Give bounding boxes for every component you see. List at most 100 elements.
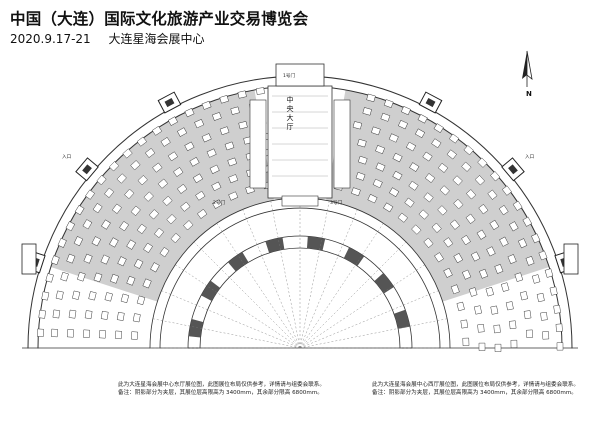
- booth-block: [133, 258, 144, 269]
- booth-block: [510, 339, 518, 348]
- booth-block: [93, 272, 103, 283]
- booth-block: [538, 250, 548, 261]
- booth-block: [404, 197, 415, 208]
- gate-1-label: 1号门: [283, 74, 296, 79]
- booth-block: [555, 323, 563, 333]
- central-hall-wing-left: [249, 99, 267, 189]
- booth-block: [468, 287, 478, 297]
- booth-block: [465, 213, 476, 224]
- booth-block: [120, 293, 130, 304]
- event-date: 2020.9.17-21: [10, 32, 91, 46]
- booth-block: [117, 256, 127, 267]
- booth-block: [65, 221, 76, 232]
- guide-ray: [299, 209, 358, 349]
- booth-block: [137, 175, 148, 186]
- central-hall-wing-right: [333, 99, 351, 189]
- inner-ring-segment: [201, 280, 221, 302]
- booth-block: [91, 236, 101, 247]
- booth-block: [219, 95, 229, 104]
- booth-block: [184, 141, 195, 152]
- booth-block: [157, 178, 169, 189]
- note-line: 备注：阴影部分为夹层，其展位层高限高为 3400mm，其余部分限高 6800mm…: [118, 390, 323, 396]
- booth-block: [424, 173, 436, 184]
- booth-block: [509, 221, 519, 232]
- booth-block: [104, 187, 115, 198]
- booth-block: [505, 301, 514, 311]
- booth-block: [52, 309, 61, 319]
- booth-block: [414, 128, 426, 139]
- booth-block: [453, 253, 463, 264]
- booth-block: [38, 309, 46, 319]
- booth-block: [100, 310, 109, 320]
- booth-block: [109, 237, 119, 248]
- booth-block: [101, 219, 111, 230]
- booth-block: [92, 203, 103, 214]
- booth-block: [60, 271, 69, 282]
- booth-block: [228, 191, 239, 201]
- booth-block: [461, 161, 472, 172]
- booth-block: [490, 171, 501, 182]
- booth-block: [531, 233, 541, 244]
- booth-block: [357, 138, 367, 148]
- booth-block: [224, 141, 235, 151]
- booth-block: [489, 219, 500, 231]
- booth-block: [184, 108, 195, 118]
- booth-block: [423, 192, 434, 203]
- central-hall-base: [281, 195, 319, 207]
- booth-block: [389, 187, 400, 198]
- booth-block: [486, 246, 496, 257]
- booth-block: [237, 90, 247, 99]
- inner-ring-segment: [188, 319, 204, 338]
- guide-ray: [152, 318, 301, 349]
- booth-block: [142, 278, 152, 289]
- booth-block: [84, 310, 93, 320]
- booth-block: [500, 282, 510, 292]
- booth-block: [493, 324, 501, 334]
- inner-ring-segment: [374, 273, 394, 294]
- event-subtitle: 2020.9.17-21 大连星海会展中心: [10, 30, 205, 47]
- booth-block: [417, 114, 428, 124]
- booth-block: [116, 311, 125, 321]
- booth-block: [431, 138, 442, 149]
- end-cap-left: [21, 243, 37, 275]
- booth-block: [228, 174, 239, 184]
- booth-block: [523, 310, 532, 320]
- booth-block: [55, 290, 64, 300]
- booth-block: [77, 271, 86, 282]
- guide-ray: [299, 241, 407, 349]
- entrance-tower-core: [82, 164, 92, 175]
- booth-block: [201, 100, 212, 110]
- booth-block: [372, 178, 383, 189]
- booth-block: [526, 329, 534, 338]
- booth-block: [192, 173, 204, 184]
- booth-block: [167, 151, 179, 162]
- booth-block: [212, 199, 223, 209]
- booth-block: [160, 137, 171, 147]
- mezzanine-zones: [50, 89, 550, 302]
- booth-block: [549, 286, 558, 296]
- guide-ray: [175, 264, 301, 349]
- booth-block: [130, 331, 138, 340]
- booth-block: [41, 291, 50, 301]
- booth-block: [501, 185, 512, 196]
- booth-block: [132, 313, 141, 323]
- booth-block: [487, 189, 498, 200]
- booth-block: [111, 203, 122, 214]
- booth-block: [397, 212, 408, 223]
- guide-ray: [299, 200, 330, 349]
- booth-block: [150, 262, 160, 273]
- booth-block: [479, 268, 489, 279]
- note-line: 备注：阴影部分为夹层，其展位层高限高为 3400mm，其余部分限高 6800mm…: [372, 390, 577, 396]
- booth-block: [519, 291, 529, 301]
- booth-block: [50, 328, 58, 338]
- booth-block: [151, 125, 163, 136]
- booth-block: [512, 200, 523, 211]
- booth-block: [74, 204, 85, 216]
- booth-block: [122, 148, 133, 159]
- booth-block: [238, 121, 248, 130]
- booth-block: [477, 323, 485, 333]
- booth-block: [461, 234, 471, 246]
- central-hall-building: [267, 85, 333, 199]
- booth-block: [96, 174, 107, 186]
- booth-block: [375, 145, 385, 155]
